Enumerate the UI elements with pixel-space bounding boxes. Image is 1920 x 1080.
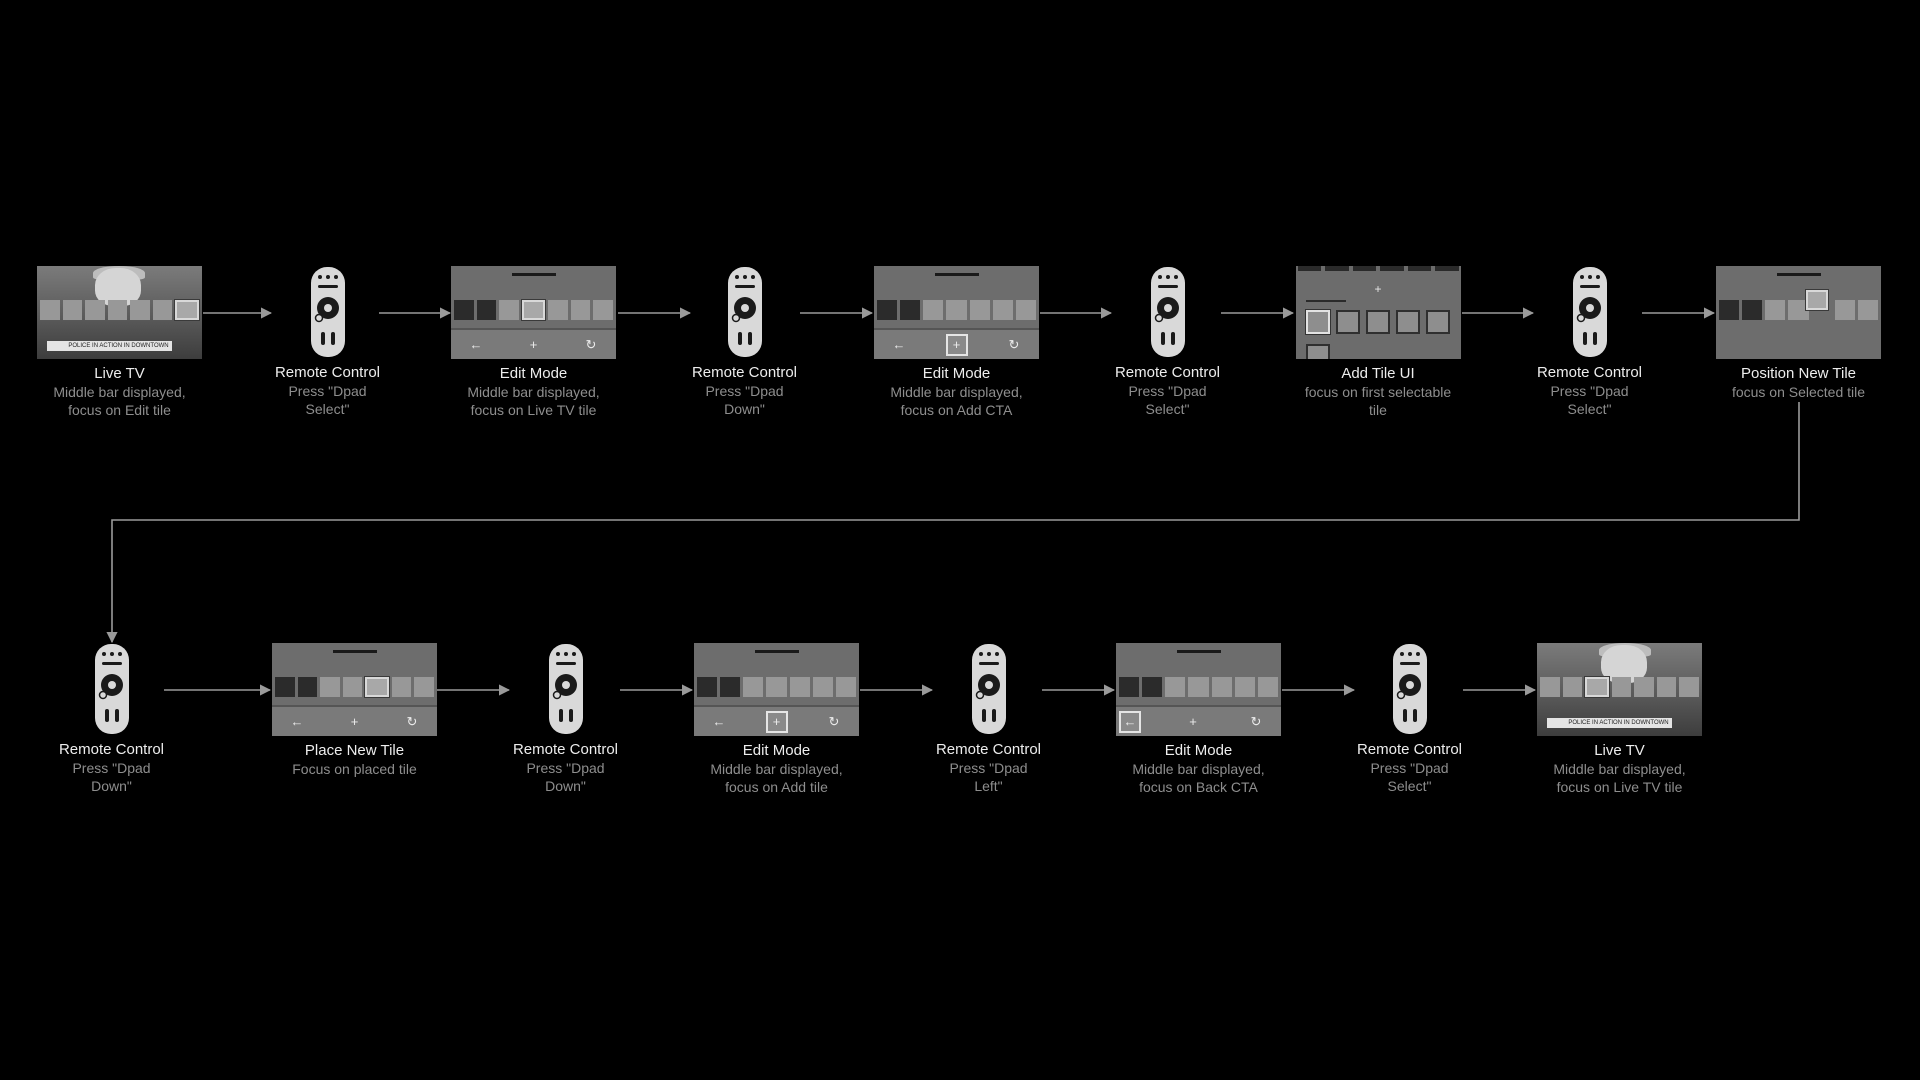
add-tile-ui-thumbnail: + [1295, 266, 1461, 359]
step-remote-control: Remote Control Press "Dpad Select" [1095, 266, 1240, 418]
step-edit-mode: ← + ↻ Edit Mode Middle bar displayed, fo… [451, 266, 616, 419]
add-icon: + [765, 710, 788, 733]
step-title: Remote Control [935, 741, 1042, 758]
step-description: Middle bar displayed, focus on Add tile [710, 761, 843, 795]
remote-control-icon [94, 643, 130, 735]
add-icon: + [1189, 714, 1197, 729]
reset-icon: ↻ [1008, 336, 1020, 352]
step-live-tv: POLICE IN ACTION IN DOWNTOWN Live TV Mid… [1537, 643, 1702, 796]
live-tv-thumbnail: POLICE IN ACTION IN DOWNTOWN [37, 266, 202, 359]
step-description: Middle bar displayed, focus on Live TV t… [1553, 761, 1686, 795]
remote-control-icon [727, 266, 763, 358]
step-title: Edit Mode [499, 365, 568, 382]
back-arrow-icon: ← [290, 714, 304, 729]
step-description: focus on Selected tile [1731, 384, 1866, 400]
back-arrow-icon: ← [469, 337, 483, 352]
place-tile-thumbnail: ← + ↻ [272, 643, 437, 736]
step-description: Press "Dpad Select" [1550, 383, 1629, 417]
step-edit-mode: ← + ↻ Edit Mode Middle bar displayed, fo… [1116, 643, 1281, 796]
news-ticker: POLICE IN ACTION IN DOWNTOWN [1547, 718, 1672, 728]
step-description: Press "Dpad Left" [949, 760, 1028, 794]
step-title: Remote Control [512, 741, 619, 758]
step-remote-control: Remote Control Press "Dpad Down" [39, 643, 184, 795]
remote-control-icon [310, 266, 346, 358]
step-description: Middle bar displayed, focus on Edit tile [53, 384, 186, 418]
step-title: Remote Control [58, 741, 165, 758]
step-title: Edit Mode [742, 742, 811, 759]
remote-control-icon [1150, 266, 1186, 358]
step-title: Place New Tile [304, 742, 405, 759]
step-place-new-tile: ← + ↻ Place New Tile Focus on placed til… [272, 643, 437, 778]
step-title: Add Tile UI [1341, 365, 1415, 382]
add-icon: + [529, 337, 538, 352]
back-arrow-icon: ← [892, 337, 906, 352]
step-position-new-tile: Position New Tile focus on Selected tile [1706, 266, 1891, 401]
step-remote-control: Remote Control Press "Dpad Left" [916, 643, 1061, 795]
step-remote-control: Remote Control Press "Dpad Down" [493, 643, 638, 795]
remote-control-icon [548, 643, 584, 735]
step-title: Live TV [1594, 742, 1645, 759]
step-description: Press "Dpad Select" [288, 383, 367, 417]
reset-icon: ↻ [406, 713, 418, 729]
step-title: Remote Control [1356, 741, 1463, 758]
step-description: Focus on placed tile [292, 761, 417, 777]
reset-icon: ↻ [585, 336, 597, 352]
step-title: Edit Mode [1164, 742, 1233, 759]
remote-control-icon [1572, 266, 1608, 358]
step-description: focus on first selectable tile [1304, 384, 1452, 418]
step-description: Middle bar displayed, focus on Live TV t… [467, 384, 600, 418]
live-tv-thumbnail: POLICE IN ACTION IN DOWNTOWN [1537, 643, 1702, 736]
add-icon: + [1374, 282, 1382, 296]
step-description: Press "Dpad Down" [526, 760, 605, 794]
news-ticker: POLICE IN ACTION IN DOWNTOWN [47, 341, 172, 351]
step-title: Remote Control [691, 364, 798, 381]
back-arrow-icon: ← [712, 714, 726, 729]
step-edit-mode: ← + ↻ Edit Mode Middle bar displayed, fo… [874, 266, 1039, 419]
step-title: Remote Control [1536, 364, 1643, 381]
step-description: Middle bar displayed, focus on Add CTA [890, 384, 1023, 418]
step-description: Press "Dpad Down" [72, 760, 151, 794]
step-description: Middle bar displayed, focus on Back CTA [1132, 761, 1265, 795]
remote-control-icon [971, 643, 1007, 735]
step-edit-mode: ← + ↻ Edit Mode Middle bar displayed, fo… [694, 643, 859, 796]
edit-mode-thumbnail: ← + ↻ [1116, 643, 1281, 736]
edit-mode-thumbnail: ← + ↻ [874, 266, 1039, 359]
add-icon: + [350, 714, 359, 729]
step-title: Position New Tile [1740, 365, 1857, 382]
step-remote-control: Remote Control Press "Dpad Select" [1337, 643, 1482, 795]
step-description: Press "Dpad Select" [1370, 760, 1449, 794]
reset-icon: ↻ [828, 713, 840, 729]
reset-icon: ↻ [1250, 713, 1262, 729]
step-remote-control: Remote Control Press "Dpad Select" [1517, 266, 1662, 418]
step-title: Remote Control [1114, 364, 1221, 381]
remote-control-icon [1392, 643, 1428, 735]
step-remote-control: Remote Control Press "Dpad Select" [255, 266, 400, 418]
step-add-tile-ui: + Add Tile UI focus on first selectable … [1283, 266, 1473, 419]
add-icon: + [945, 333, 968, 356]
step-description: Press "Dpad Down" [705, 383, 784, 417]
edit-mode-thumbnail: ← + ↻ [451, 266, 616, 359]
position-tile-thumbnail [1716, 266, 1881, 359]
step-remote-control: Remote Control Press "Dpad Down" [672, 266, 817, 418]
step-live-tv: POLICE IN ACTION IN DOWNTOWN Live TV Mid… [37, 266, 202, 419]
back-arrow-icon: ← [1119, 710, 1141, 733]
step-title: Live TV [94, 365, 145, 382]
edit-mode-thumbnail: ← + ↻ [694, 643, 859, 736]
step-title: Remote Control [274, 364, 381, 381]
step-title: Edit Mode [922, 365, 991, 382]
step-description: Press "Dpad Select" [1128, 383, 1207, 417]
wrap-connector [106, 402, 1800, 644]
